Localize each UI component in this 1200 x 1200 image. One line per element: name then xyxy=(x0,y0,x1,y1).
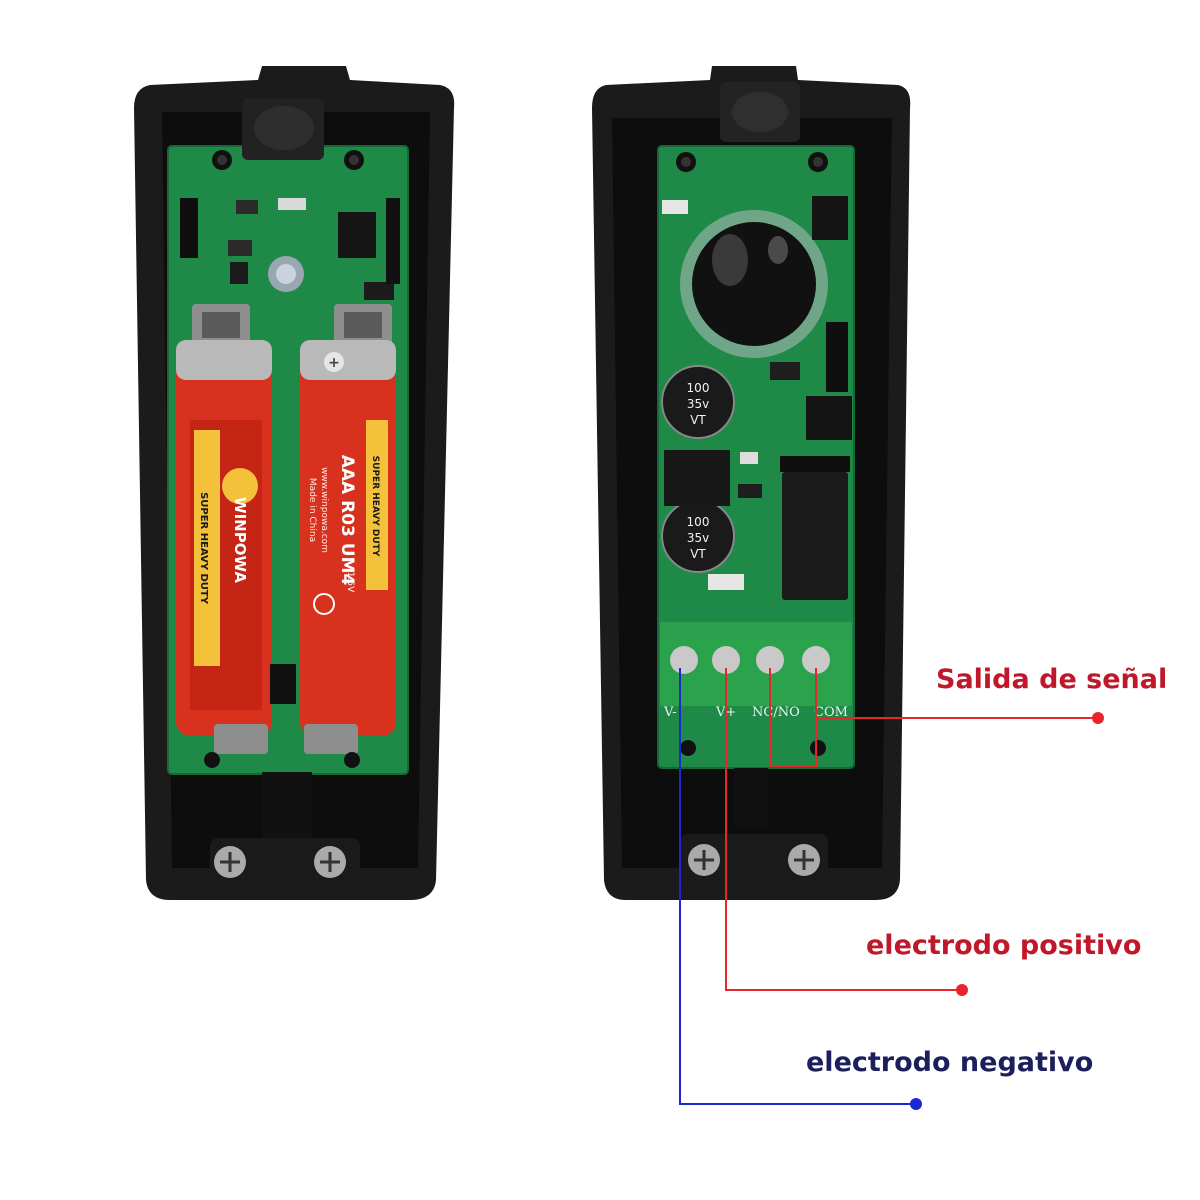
terminal-label-v-minus: V- xyxy=(663,705,677,720)
battery-right-band: SUPER HEAVY DUTY xyxy=(370,456,380,557)
callout-electrodo-positivo: electrodo positivo xyxy=(866,930,1142,961)
battery-right: + SUPER HEAVY DUTY AAA R03 UM4 www.winpo… xyxy=(300,340,396,736)
signal-dot xyxy=(1092,712,1104,724)
terminal-label-nc-no: NC/NO xyxy=(752,705,800,720)
battery-right-origin: Made in China xyxy=(307,478,317,542)
capacitor-2: 100 35v VT xyxy=(661,499,735,573)
callout-salida: Salida de señal xyxy=(936,664,1168,695)
terminal-label-com: COM xyxy=(814,705,848,720)
svg-text:+: + xyxy=(328,355,340,371)
capacitor-1-voltage: 35v xyxy=(687,397,709,411)
terminal-screw-icon xyxy=(756,646,784,674)
relay xyxy=(782,472,848,600)
right-unit: 100 35v VT 100 35v VT V- V+ NC/NO COM xyxy=(592,66,911,900)
recycle-icon xyxy=(313,593,335,615)
battery-left-brand: WINPOWA xyxy=(231,497,249,583)
capacitor-1: 100 35v VT xyxy=(661,365,735,439)
battery-right-size: AAA R03 UM4 xyxy=(337,455,357,586)
capacitor-1-value: 100 xyxy=(687,381,710,395)
capacitor-2-value: 100 xyxy=(687,515,710,529)
capacitor-1-series: VT xyxy=(690,413,706,427)
battery-right-site: www.winpowa.com xyxy=(319,467,329,553)
battery-left: SUPER HEAVY DUTY WINPOWA xyxy=(176,340,272,736)
terminal-screw-icon xyxy=(712,646,740,674)
battery-left-band: SUPER HEAVY DUTY xyxy=(198,492,209,605)
capacitor-2-voltage: 35v xyxy=(687,531,709,545)
negative-line xyxy=(679,668,916,1105)
capacitor-2-series: VT xyxy=(690,547,706,561)
wiring-lines xyxy=(679,668,1104,1110)
terminal-screw-icon xyxy=(802,646,830,674)
positive-dot xyxy=(956,984,968,996)
signal-line xyxy=(769,668,1098,767)
battery-right-voltage: 1.5V xyxy=(345,572,355,593)
terminal-screw-icon xyxy=(670,646,698,674)
negative-dot xyxy=(910,1098,922,1110)
positive-line xyxy=(725,668,962,991)
left-unit: SUPER HEAVY DUTY WINPOWA + SUPER HEAVY D… xyxy=(134,66,455,900)
callout-electrodo-negativo: electrodo negativo xyxy=(806,1047,1094,1078)
